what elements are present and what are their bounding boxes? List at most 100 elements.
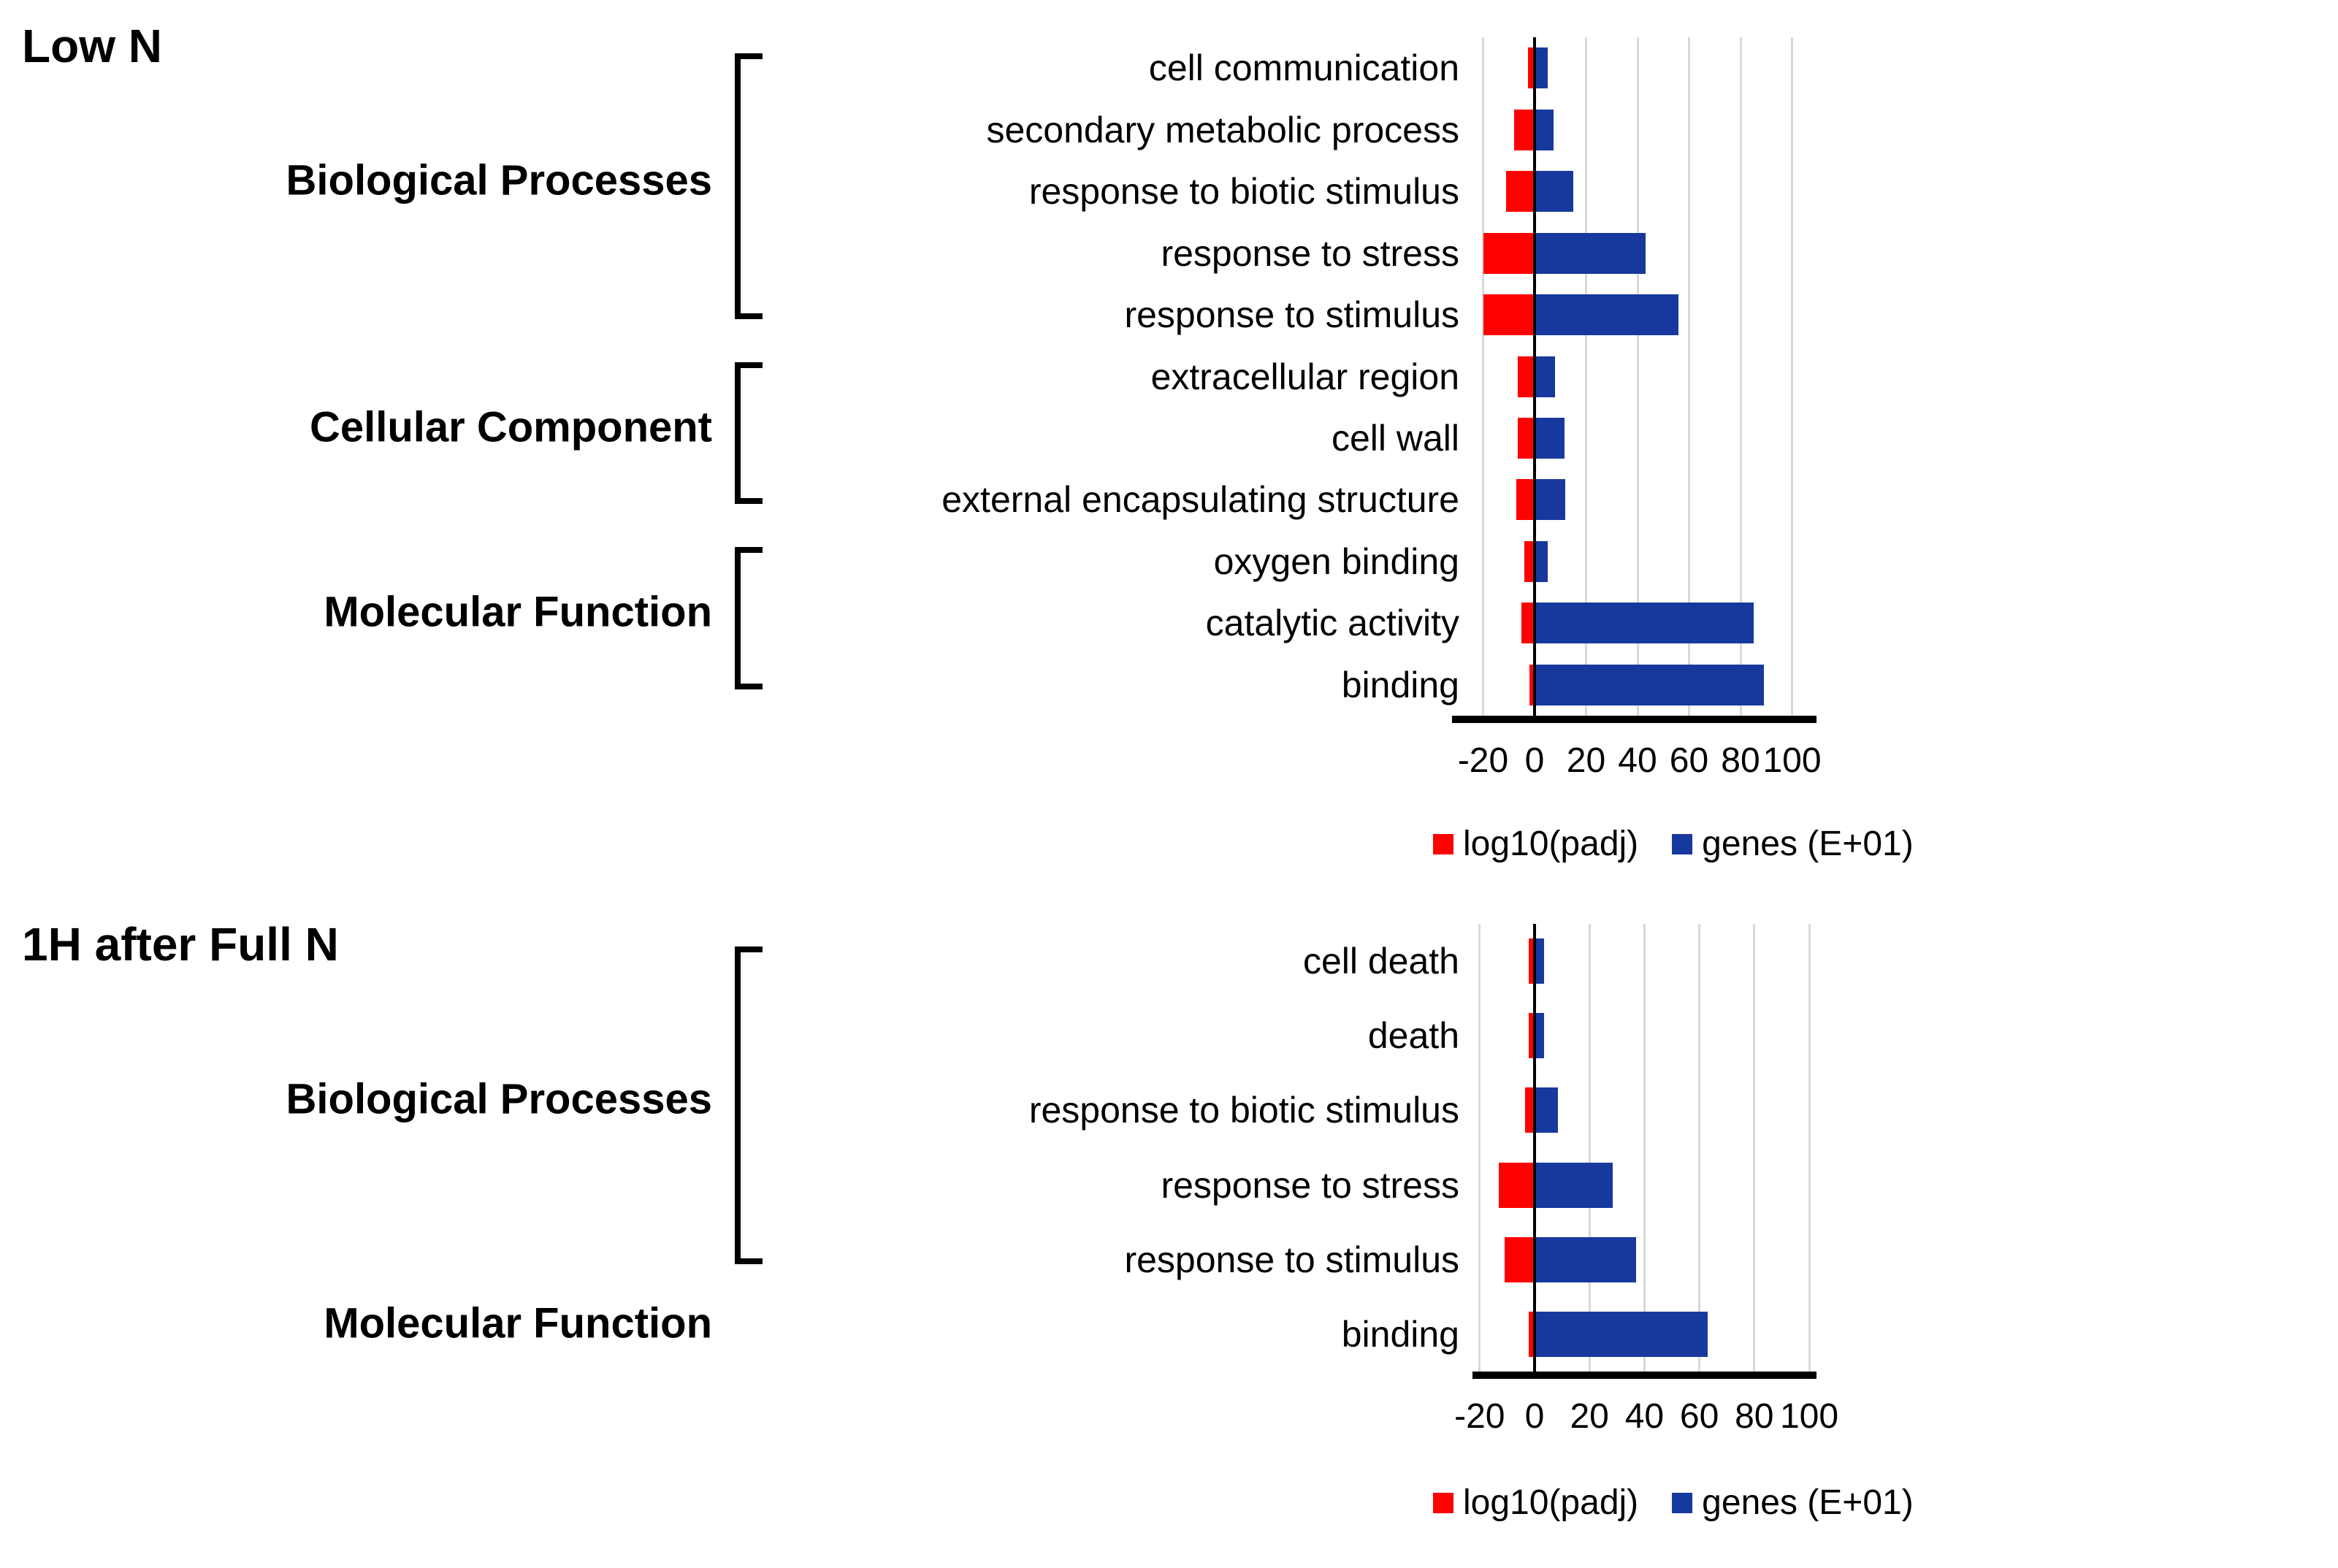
x-axis-line — [1452, 716, 1816, 723]
gridline — [1585, 37, 1587, 716]
gridline — [1739, 37, 1742, 716]
legend-item: log10(padj) — [1433, 1483, 1638, 1523]
bar-genes — [1535, 356, 1556, 397]
group-label: Molecular Function — [324, 1299, 712, 1347]
bar-genes — [1535, 479, 1566, 521]
bar-genes — [1535, 603, 1754, 644]
legend-swatch-blue-icon — [1672, 1492, 1693, 1513]
group-label: Biological Processes — [286, 1075, 712, 1123]
bar-log10padj — [1528, 47, 1535, 89]
x-tick-label: 100 — [1762, 741, 1822, 780]
group-label: Biological Processes — [286, 156, 712, 204]
x-tick-label: -20 — [1457, 741, 1509, 780]
gridline — [1643, 924, 1646, 1372]
legend-label: genes (E+01) — [1702, 825, 1914, 863]
category-label: cell communication — [1148, 47, 1459, 89]
gridline — [1482, 37, 1484, 716]
group-bracket — [735, 946, 763, 1264]
legend-swatch-blue-icon — [1672, 833, 1693, 854]
x-tick-label: 100 — [1779, 1397, 1839, 1436]
x-tick-label: -20 — [1454, 1397, 1505, 1436]
legend-label: genes (E+01) — [1702, 1483, 1914, 1522]
group-bracket — [735, 546, 763, 689]
bar-log10padj — [1499, 1162, 1535, 1208]
legend-item: genes (E+01) — [1672, 824, 1914, 864]
legend: log10(padj) genes (E+01) — [1433, 1483, 1947, 1523]
bar-log10padj — [1513, 109, 1535, 150]
legend-label: log10(padj) — [1463, 825, 1639, 863]
bar-log10padj — [1483, 232, 1535, 274]
section-title-low-n: Low N — [22, 20, 162, 72]
bar-genes — [1535, 938, 1545, 984]
bar-log10padj — [1524, 1087, 1535, 1133]
category-label: cell death — [1302, 941, 1459, 982]
category-label: binding — [1341, 1313, 1459, 1355]
category-label: response to stress — [1161, 1164, 1459, 1206]
bar-log10padj — [1516, 479, 1535, 521]
bar-log10padj — [1521, 603, 1535, 644]
category-label: response to biotic stimulus — [1028, 1090, 1459, 1131]
x-tick-label: 0 — [1524, 1397, 1545, 1436]
bar-log10padj — [1518, 417, 1535, 459]
bar-log10padj — [1529, 1013, 1535, 1059]
category-label: cell wall — [1331, 417, 1459, 459]
zero-axis-line — [1533, 37, 1536, 716]
group-bracket — [735, 362, 763, 505]
bar-genes — [1535, 47, 1548, 89]
bar-genes — [1535, 294, 1679, 336]
bar-genes — [1535, 1311, 1708, 1357]
category-label: response to biotic stimulus — [1028, 171, 1459, 213]
bar-genes — [1535, 540, 1548, 582]
x-tick-label: 80 — [1735, 1397, 1774, 1436]
bar-genes — [1535, 171, 1573, 213]
gridline — [1478, 924, 1481, 1372]
bar-log10padj — [1504, 1236, 1535, 1282]
x-tick-label: 60 — [1679, 1397, 1719, 1436]
gridline — [1688, 37, 1690, 716]
gridline — [1636, 37, 1639, 716]
category-label: catalytic activity — [1205, 603, 1459, 644]
x-tick-label: 0 — [1524, 741, 1545, 780]
legend-item: log10(padj) — [1433, 824, 1638, 864]
bar-genes — [1535, 1087, 1558, 1133]
bar-log10padj — [1529, 938, 1535, 984]
category-label: response to stimulus — [1124, 294, 1459, 336]
gridline — [1753, 924, 1756, 1372]
x-axis-line — [1472, 1372, 1816, 1379]
bar-genes — [1535, 1013, 1545, 1059]
category-label: binding — [1341, 664, 1459, 705]
category-label: response to stress — [1161, 232, 1459, 274]
group-label: Molecular Function — [324, 588, 712, 636]
legend-swatch-red-icon — [1433, 1492, 1453, 1513]
x-tick-label: 20 — [1570, 1397, 1609, 1436]
bar-genes — [1535, 232, 1646, 274]
bar-log10padj — [1524, 540, 1535, 582]
group-label: Cellular Component — [309, 403, 712, 451]
bar-genes — [1535, 417, 1565, 459]
legend-swatch-red-icon — [1433, 833, 1453, 854]
bar-genes — [1535, 1162, 1613, 1208]
zero-axis-line — [1533, 924, 1536, 1372]
x-tick-label: 40 — [1618, 741, 1657, 780]
bar-log10padj — [1518, 356, 1535, 397]
bar-log10padj — [1529, 664, 1535, 705]
category-label: secondary metabolic process — [986, 109, 1459, 150]
gridline — [1588, 924, 1591, 1372]
bar-genes — [1535, 1236, 1637, 1282]
x-tick-label: 80 — [1721, 741, 1760, 780]
category-label: external encapsulating structure — [941, 479, 1459, 521]
bar-genes — [1535, 664, 1764, 705]
category-label: extracellular region — [1150, 356, 1459, 397]
legend-item: genes (E+01) — [1672, 1483, 1914, 1523]
bar-log10padj — [1529, 1311, 1535, 1357]
bar-log10padj — [1483, 294, 1535, 336]
category-label: death — [1367, 1015, 1459, 1057]
bar-log10padj — [1506, 171, 1535, 213]
x-tick-label: 20 — [1566, 741, 1606, 780]
section-title-1h-after-full-n: 1H after Full N — [22, 918, 339, 971]
category-label: oxygen binding — [1213, 540, 1459, 582]
legend-label: log10(padj) — [1463, 1483, 1639, 1522]
bar-genes — [1535, 109, 1554, 150]
group-bracket — [735, 53, 763, 320]
